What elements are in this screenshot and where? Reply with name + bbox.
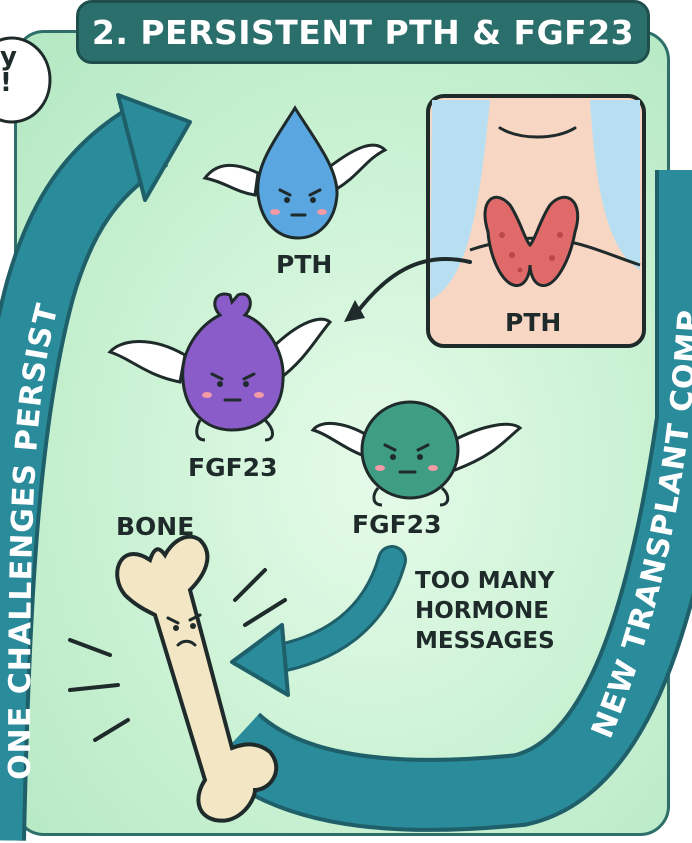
bone-label: BONE <box>116 512 194 541</box>
fgf23-purple-character <box>110 294 330 440</box>
speech-bubble-line: ! <box>0 70 17 96</box>
fgf23-green-label: FGF23 <box>352 510 441 539</box>
message-line: HORMONE <box>415 596 555 626</box>
title-banner: 2. PERSISTENT PTH & FGF23 <box>76 0 650 64</box>
pth-gland-label: PTH <box>505 308 561 337</box>
pth-label: PTH <box>276 250 332 279</box>
speech-bubble-text: y ! <box>0 44 17 96</box>
fgf23-green-character <box>313 402 520 505</box>
speech-bubble-line: y <box>0 44 17 70</box>
page-title: 2. PERSISTENT PTH & FGF23 <box>92 13 634 52</box>
message-line: TOO MANY <box>415 566 555 596</box>
message-line: MESSAGES <box>415 626 555 656</box>
bone-character <box>70 537 285 821</box>
too-many-messages-label: TOO MANY HORMONE MESSAGES <box>415 566 555 656</box>
pth-droplet-character <box>205 108 385 238</box>
fgf23-purple-label: FGF23 <box>188 453 277 482</box>
